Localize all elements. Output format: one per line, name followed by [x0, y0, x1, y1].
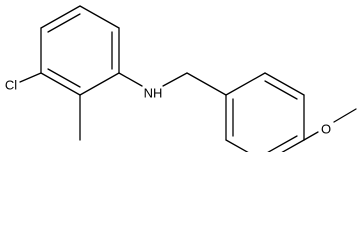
ring1-bond-4 [79, 72, 120, 96]
methylene-to-ring-bond [186, 72, 227, 96]
ring1-double-bond-3 [47, 68, 81, 88]
aniline-ring [40, 5, 120, 96]
ring2-bond-2 [264, 72, 305, 96]
methoxyphenyl-ring [225, 72, 305, 152]
ring-to-oxygen-bond [303, 131, 319, 141]
ring2-bond-4 [281, 139, 305, 152]
ring2-double-bond-1 [264, 80, 298, 100]
ring1-bond-1 [40, 5, 81, 29]
ring1-double-bond-1 [47, 13, 81, 33]
ring2-bond-1 [225, 72, 266, 96]
chlorine-bond [19, 72, 42, 83]
ring1-bond-2 [79, 5, 120, 29]
ring-to-nitrogen-bond [118, 72, 143, 87]
ring2-bond-5 [225, 139, 249, 152]
oxygen-atom-label: O [321, 122, 331, 137]
oxygen-to-methyl-bond [333, 108, 357, 123]
chlorine-atom-label: Cl [5, 78, 17, 93]
nitrogen-to-methylene-bond [162, 72, 188, 87]
ring1-bond-5 [40, 72, 81, 96]
chemical-structure-diagram: Cl NH O [5, 5, 357, 152]
amine-atom-label: NH [144, 86, 163, 101]
ring2-double-bond-2 [267, 135, 298, 152]
